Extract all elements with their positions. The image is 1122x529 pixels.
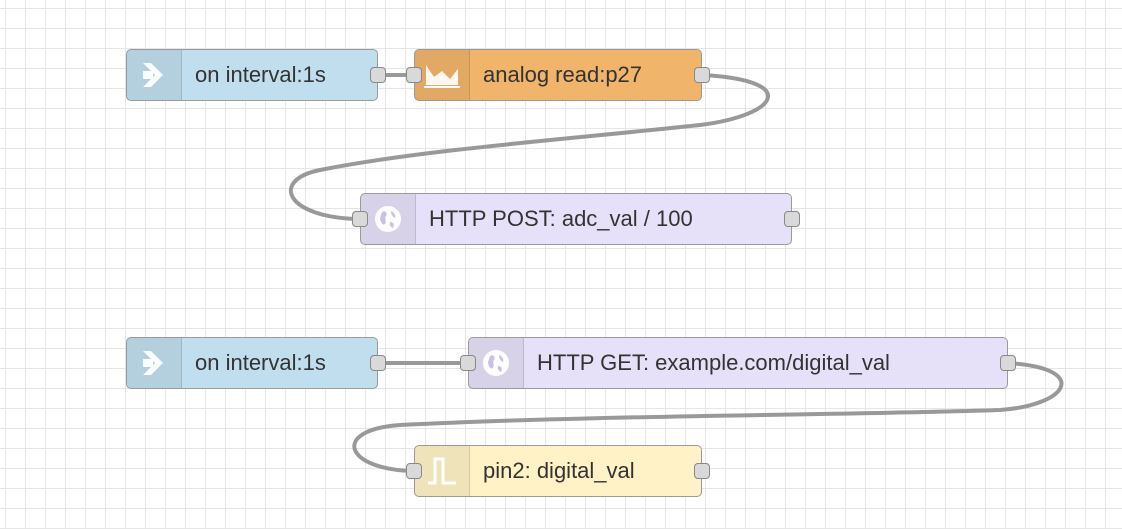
- http-get-node[interactable]: HTTP GET: example.com/digital_val: [460, 337, 1016, 389]
- globe-icon: [483, 350, 509, 376]
- http-get-icon-area: [469, 338, 524, 388]
- node-label: HTTP GET: example.com/digital_val: [537, 350, 890, 375]
- node-label: HTTP POST: adc_val / 100: [429, 206, 693, 231]
- node-label: analog read:p27: [483, 62, 643, 87]
- inject-node-bottom[interactable]: on interval:1s: [126, 337, 386, 389]
- pin-icon-area: [415, 446, 470, 496]
- inject-icon-area: [127, 338, 182, 388]
- http-post-icon-area: [361, 194, 416, 244]
- pulse-icon: [428, 457, 456, 485]
- output-port[interactable]: [694, 67, 710, 83]
- inject-node-top[interactable]: on interval:1s: [126, 49, 386, 101]
- output-port[interactable]: [370, 355, 386, 371]
- node-label: on interval:1s: [195, 350, 326, 375]
- node-label: pin2: digital_val: [483, 458, 635, 483]
- input-port[interactable]: [460, 355, 476, 371]
- output-port[interactable]: [784, 211, 800, 227]
- input-port[interactable]: [352, 211, 368, 227]
- input-port[interactable]: [406, 67, 422, 83]
- pin-write-node[interactable]: pin2: digital_val: [406, 445, 710, 497]
- globe-icon: [375, 206, 401, 232]
- output-port[interactable]: [1000, 355, 1016, 371]
- arrow-in-icon: [143, 351, 163, 375]
- node-label: on interval:1s: [195, 62, 326, 87]
- arrow-in-icon: [143, 63, 163, 87]
- output-port[interactable]: [370, 67, 386, 83]
- inject-icon-area: [127, 50, 182, 100]
- analog-read-node[interactable]: analog read:p27: [406, 49, 710, 101]
- area-chart-icon: [424, 65, 460, 88]
- input-port[interactable]: [406, 463, 422, 479]
- output-port[interactable]: [694, 463, 710, 479]
- analog-icon-area: [415, 50, 470, 100]
- http-post-node[interactable]: HTTP POST: adc_val / 100: [352, 193, 800, 245]
